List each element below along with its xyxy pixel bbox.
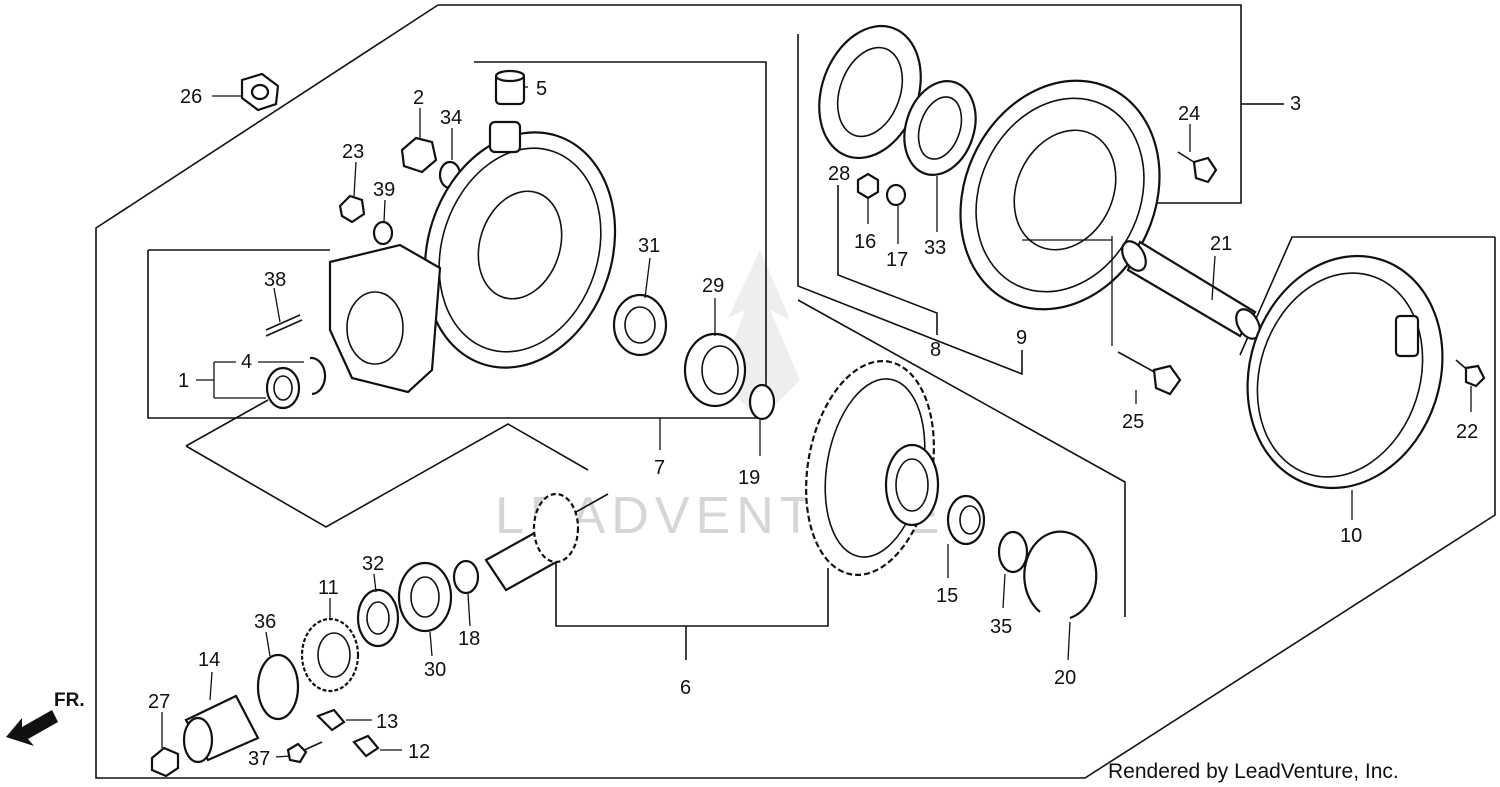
- callout-36: 36: [254, 611, 276, 633]
- part-21-shaft: [1121, 240, 1261, 340]
- callout-32: 32: [362, 553, 384, 575]
- callout-35: 35: [990, 616, 1012, 638]
- callout-24: 24: [1178, 103, 1200, 125]
- part-22-bolt: [1455, 359, 1486, 388]
- callout-19: 19: [738, 467, 760, 489]
- callout-26: 26: [180, 86, 202, 108]
- part-5-cap: [494, 69, 526, 106]
- part-23-bolt: [338, 194, 366, 224]
- part-26-nut: [240, 72, 280, 112]
- part-31-seal: [612, 293, 668, 357]
- callout-21: 21: [1210, 233, 1232, 255]
- callout-15: 15: [936, 585, 958, 607]
- part-15-collar: [946, 494, 986, 546]
- callout-3: 3: [1290, 93, 1301, 115]
- callout-23: 23: [342, 141, 364, 163]
- part-12-plate: [352, 734, 380, 758]
- callout-39: 39: [373, 179, 395, 201]
- part-14-joint: [182, 694, 260, 764]
- callout-10: 10: [1340, 525, 1362, 547]
- part-35-o-ring: [997, 530, 1029, 574]
- part-11-nut: [300, 617, 360, 693]
- part-20-snap-ring: [1023, 530, 1098, 620]
- part-29-bearing: [683, 332, 747, 408]
- part-39-washer: [372, 220, 394, 246]
- callout-31: 31: [638, 235, 660, 257]
- bracket-ring: [797, 299, 1126, 617]
- bracket-6: [555, 557, 829, 660]
- front-marker-label: FR.: [54, 690, 85, 711]
- callout-labels: 26 5 2 34 23 39 38 4 1 31 29 7 19 28 16 …: [148, 78, 1478, 770]
- callout-9: 9: [1016, 327, 1027, 349]
- callout-4: 4: [241, 351, 252, 373]
- part-7-housing: [328, 120, 617, 394]
- callout-13: 13: [376, 711, 398, 733]
- part-16-nut: [856, 172, 880, 200]
- callout-12: 12: [408, 741, 430, 763]
- callout-16: 16: [854, 231, 876, 253]
- part-10-drum: [1246, 254, 1444, 490]
- part-30-bearing: [397, 561, 453, 633]
- part-18-washer: [452, 559, 480, 595]
- part-27-nut: [150, 746, 180, 778]
- part-9-cover: [959, 79, 1161, 311]
- callout-7: 7: [654, 457, 665, 479]
- callout-22: 22: [1456, 421, 1478, 443]
- part-38-stud: [265, 314, 303, 337]
- part-13-lock-plate: [316, 708, 346, 732]
- leader-lines: [161, 86, 1472, 758]
- callout-28: 28: [828, 163, 850, 185]
- callout-38: 38: [264, 269, 286, 291]
- part-6-ring-gear: [805, 359, 940, 577]
- part-33-seal: [903, 80, 977, 176]
- callout-29: 29: [702, 275, 724, 297]
- bracket-8: [837, 185, 938, 335]
- callout-11: 11: [318, 577, 339, 599]
- callout-27: 27: [148, 691, 170, 713]
- callout-37: 37: [248, 748, 270, 770]
- part-4-snap-ring: [309, 356, 327, 396]
- part-36-o-ring: [256, 653, 300, 721]
- part-24-bolt: [1177, 151, 1218, 184]
- part-6-pinion: [484, 492, 609, 592]
- callout-25: 25: [1122, 411, 1144, 433]
- front-arrow-icon: FR.: [6, 690, 85, 746]
- callout-17: 17: [886, 249, 908, 271]
- part-32-seal: [356, 588, 400, 648]
- callout-8: 8: [930, 339, 941, 361]
- bracket-10: [1239, 236, 1495, 356]
- part-1-bearing: [265, 366, 301, 410]
- part-17-washer: [885, 183, 907, 207]
- callout-5: 5: [536, 78, 547, 100]
- callout-34: 34: [440, 107, 462, 129]
- callout-33: 33: [924, 237, 946, 259]
- credit-text: Rendered by LeadVenture, Inc.: [1108, 760, 1399, 783]
- part-37-bolt: [286, 741, 323, 764]
- callout-30: 30: [424, 659, 446, 681]
- part-2-plug: [400, 136, 438, 174]
- callout-1: 1: [178, 370, 189, 392]
- part-25-bolt: [1117, 351, 1182, 396]
- callout-18: 18: [458, 628, 480, 650]
- callout-20: 20: [1054, 667, 1076, 689]
- bracket-1: [185, 399, 589, 528]
- callout-14: 14: [198, 649, 220, 671]
- callout-2: 2: [413, 87, 424, 109]
- part-19-shim: [748, 383, 776, 421]
- callout-6: 6: [680, 677, 691, 699]
